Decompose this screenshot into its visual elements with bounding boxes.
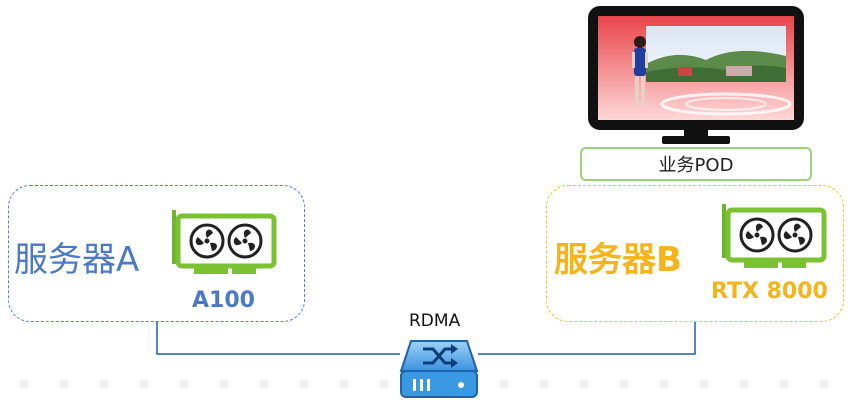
server-b-label: 服务器B <box>554 240 682 280</box>
server-a-label: 服务器A <box>14 240 140 280</box>
server-b-box <box>546 185 844 322</box>
link-line-a <box>156 322 400 355</box>
gpu-a-model: A100 <box>192 288 255 313</box>
gpu-card-icon <box>172 210 277 274</box>
link-line-b <box>478 322 696 355</box>
pod-label: 业务POD <box>658 155 734 176</box>
background-dots <box>20 380 828 388</box>
gpu-card-icon <box>722 204 827 268</box>
monitor-icon <box>588 6 804 144</box>
server-a-box <box>8 185 305 322</box>
gpu-b-model: RTX 8000 <box>711 279 828 304</box>
rdma-label: RDMA <box>409 311 461 331</box>
switch-icon <box>399 340 479 398</box>
pod-label-box: 业务POD <box>580 147 812 181</box>
